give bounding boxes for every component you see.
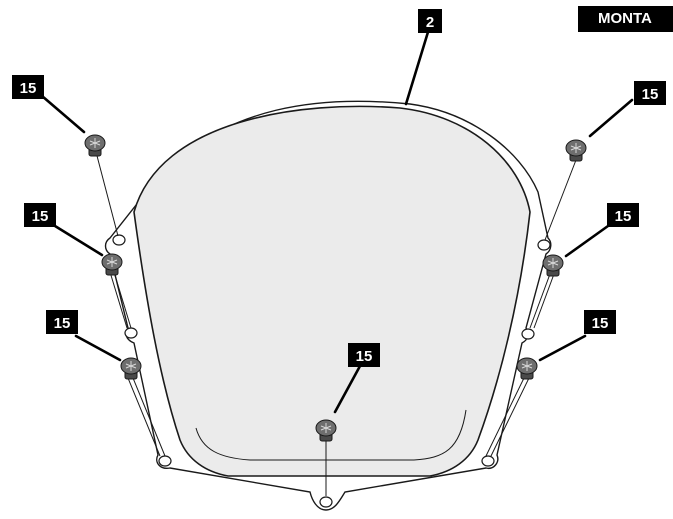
callout-screw-label: 15 [356, 348, 373, 365]
mounting-hole [158, 455, 172, 467]
screw-icon [516, 357, 538, 380]
callout-screw-label: 15 [615, 208, 632, 225]
callout-screw: 15 [584, 310, 616, 334]
callout-screw-label: 15 [20, 80, 37, 97]
callout-screw: 15 [348, 343, 380, 367]
callout-screw: 15 [607, 203, 639, 227]
callout-screw-label: 15 [642, 86, 659, 103]
callout-screw: 15 [46, 310, 78, 334]
screw-icon [84, 134, 106, 157]
screws [84, 134, 587, 442]
callout-screw: 15 [12, 75, 44, 99]
mounting-hole [537, 239, 551, 251]
callout-screw-label: 15 [592, 315, 609, 332]
mounting-holes [112, 234, 551, 508]
screw-icon [542, 254, 564, 277]
mounting-hole [112, 234, 126, 246]
mounting-hole [481, 455, 495, 467]
screw-icon [315, 419, 337, 442]
mounting-hole [521, 328, 535, 340]
callout-screw-label: 15 [54, 315, 71, 332]
callout-screw: 15 [634, 81, 666, 105]
mounting-hole [124, 327, 138, 339]
windscreen-screen [133, 105, 531, 477]
assembly-guide-lines [95, 151, 577, 496]
callout-screw: 15 [24, 203, 56, 227]
screen-inner-edge [195, 409, 467, 461]
callout-windscreen: 2 [418, 9, 442, 33]
screw-icon [565, 139, 587, 162]
leader-lines [40, 30, 634, 414]
screw-icon [101, 253, 123, 276]
callout-windscreen-label: 2 [426, 14, 434, 31]
screw-icon [120, 357, 142, 380]
mounting-hole [319, 496, 333, 508]
section-tag: MONTA [578, 6, 673, 32]
callout-screw-label: 15 [32, 208, 49, 225]
